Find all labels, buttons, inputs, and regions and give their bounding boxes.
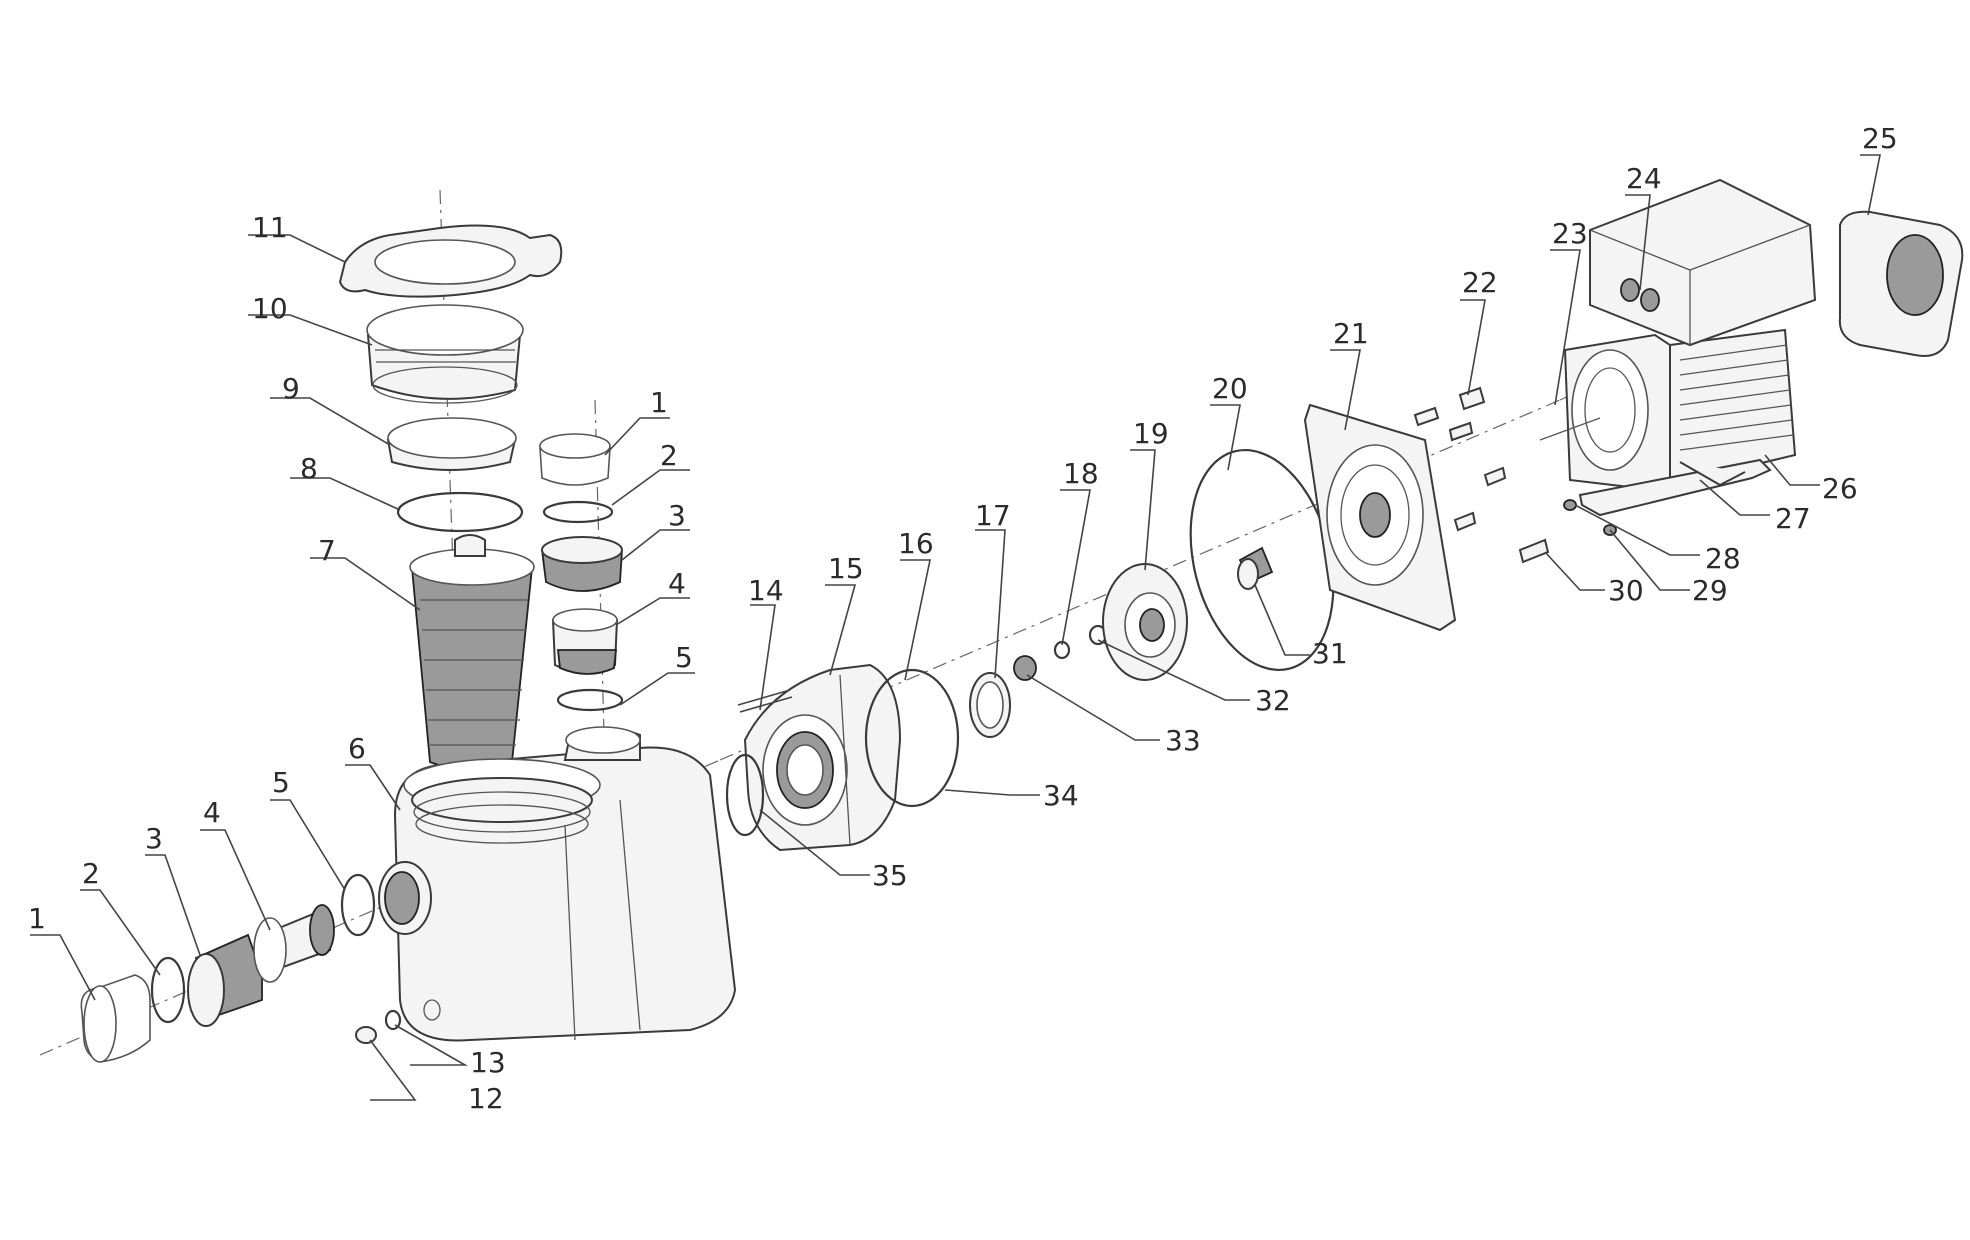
label-18: 18	[1063, 457, 1099, 490]
diffuser-o-ring	[725, 753, 765, 837]
label-22: 22	[1462, 266, 1498, 299]
label-23: 23	[1552, 217, 1588, 250]
label-4-upper: 4	[668, 567, 686, 600]
volute-o-ring	[864, 668, 960, 808]
label-28: 28	[1705, 542, 1741, 575]
label-30: 30	[1608, 574, 1644, 607]
pump-housing	[378, 726, 737, 1042]
label-21: 21	[1333, 317, 1369, 350]
label-12: 12	[468, 1082, 504, 1115]
label-14: 14	[748, 574, 784, 607]
label-19: 19	[1133, 417, 1169, 450]
label-17: 17	[975, 499, 1011, 532]
lid-seal-ring	[386, 417, 517, 471]
motor-base-foot	[1578, 458, 1772, 517]
mechanical-seal	[1237, 546, 1274, 590]
pump-volute	[743, 663, 902, 852]
label-35: 35	[872, 859, 908, 892]
terminal-box	[1589, 178, 1817, 347]
label-33: 33	[1165, 724, 1201, 757]
label-26: 26	[1822, 472, 1858, 505]
label-5-upper: 5	[675, 641, 693, 674]
leader-lines	[30, 154, 1881, 1101]
label-3-lower: 3	[145, 822, 163, 855]
label-10: 10	[252, 292, 288, 325]
label-7: 7	[318, 534, 336, 567]
lid-locking-ring	[338, 224, 563, 298]
lower-union-assembly	[80, 873, 376, 1063]
label-13: 13	[470, 1046, 506, 1079]
label-2-upper: 2	[660, 439, 678, 472]
label-29: 29	[1692, 574, 1728, 607]
upper-union-assembly	[539, 433, 624, 712]
label-25: 25	[1862, 122, 1898, 155]
label-3-upper: 3	[668, 499, 686, 532]
label-1-upper: 1	[650, 386, 668, 419]
impeller-screw	[1013, 655, 1037, 681]
label-2-lower: 2	[82, 857, 100, 890]
label-15: 15	[828, 552, 864, 585]
label-16: 16	[898, 527, 934, 560]
label-31: 31	[1312, 637, 1348, 670]
motor	[1539, 328, 1797, 492]
label-1-lower: 1	[28, 902, 46, 935]
label-4-lower: 4	[203, 796, 221, 829]
strainer-lid	[366, 304, 524, 404]
label-8: 8	[300, 452, 318, 485]
seal-plate	[1303, 403, 1457, 632]
label-34: 34	[1043, 779, 1079, 812]
foot-screw	[1563, 499, 1577, 511]
label-11: 11	[252, 211, 288, 244]
label-6: 6	[348, 732, 366, 765]
label-5-lower: 5	[272, 766, 290, 799]
fan-cover	[1838, 210, 1964, 357]
strainer-basket	[409, 534, 535, 771]
label-27: 27	[1775, 502, 1811, 535]
flange-bolts	[1413, 386, 1550, 564]
label-9: 9	[282, 372, 300, 405]
lid-o-ring	[396, 491, 524, 533]
drain-plug	[355, 1009, 402, 1044]
impeller	[1102, 563, 1188, 681]
callout-labels: 1 2 3 4 5 6 7 8 9 10 11 1 2 3 4 5 12 13 …	[28, 122, 1898, 1115]
label-32: 32	[1255, 684, 1291, 717]
wear-ring	[969, 672, 1011, 738]
label-20: 20	[1212, 372, 1248, 405]
label-24: 24	[1626, 162, 1662, 195]
volute-pins	[737, 689, 793, 713]
